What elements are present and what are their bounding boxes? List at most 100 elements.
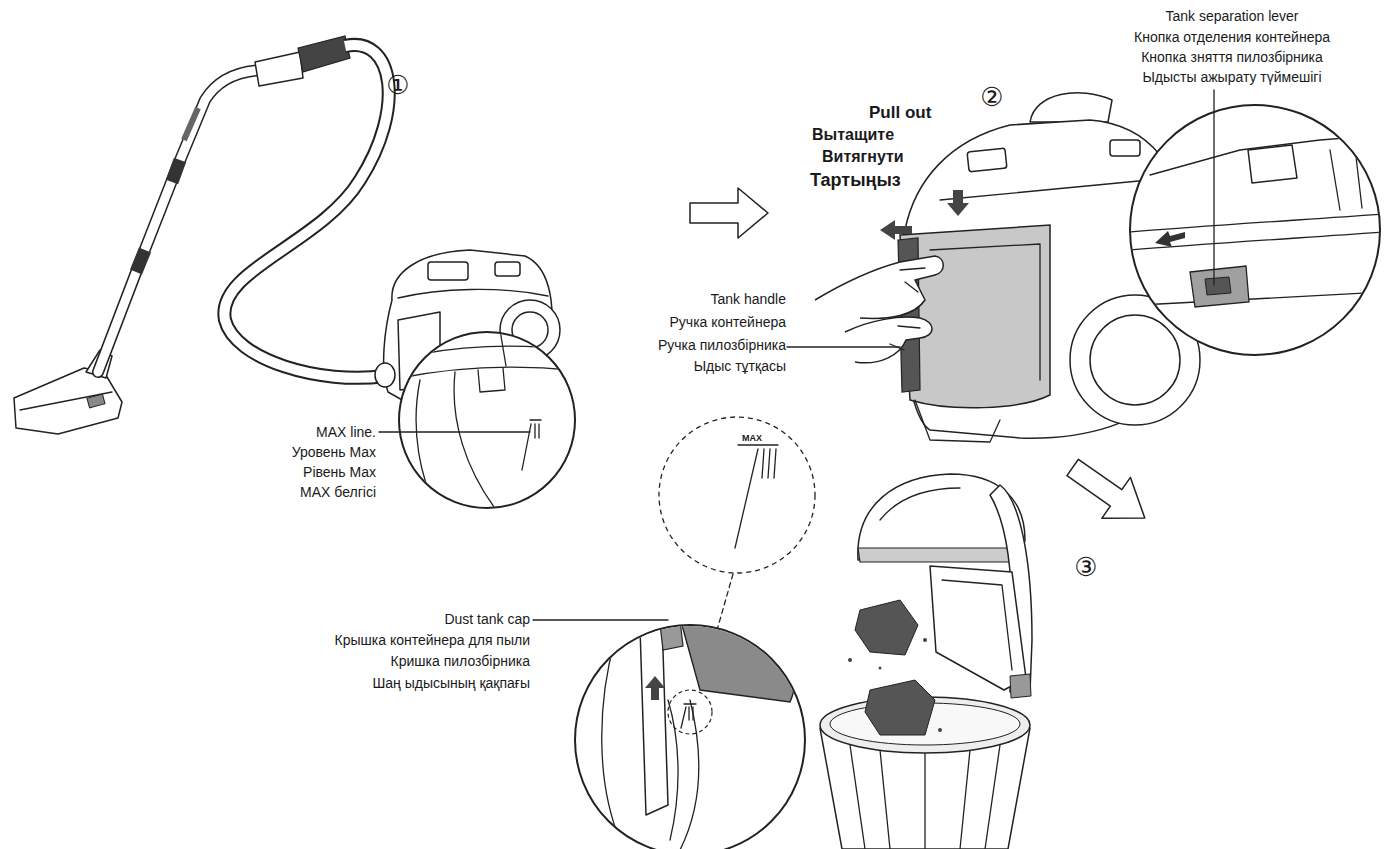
dust-tank bbox=[930, 566, 1026, 690]
zoom-detail bbox=[738, 444, 778, 445]
zoom-circle bbox=[680, 700, 699, 849]
wand bbox=[136, 250, 145, 272]
vacuum-body bbox=[398, 289, 548, 298]
dust bbox=[848, 658, 852, 662]
wand bbox=[98, 70, 262, 372]
dust-tank bbox=[858, 474, 1032, 698]
zoom-circle bbox=[416, 380, 440, 515]
zoom-circle bbox=[1130, 105, 1384, 385]
hose bbox=[224, 36, 388, 378]
leader-line bbox=[379, 431, 530, 432]
press-arrow bbox=[947, 190, 969, 216]
vacuum-body bbox=[967, 148, 1007, 172]
part-label: Крышка контейнера для пыли bbox=[335, 632, 530, 649]
wand bbox=[98, 70, 262, 372]
leader-line bbox=[787, 346, 900, 347]
zoom-circle bbox=[668, 690, 712, 734]
zoom-circle bbox=[1155, 231, 1185, 247]
hose bbox=[224, 45, 388, 378]
dust bbox=[865, 680, 935, 735]
step-arrow bbox=[690, 188, 768, 238]
floor-nozzle bbox=[87, 394, 105, 408]
zoom-detail bbox=[659, 417, 815, 573]
zoom-circle bbox=[454, 372, 500, 515]
wand bbox=[172, 160, 180, 182]
part-label: Шаң ыдысының қақпағы bbox=[372, 675, 530, 692]
part-label: Dust tank cap bbox=[444, 611, 530, 628]
leader-line bbox=[1213, 90, 1214, 285]
action-label: Витягнути bbox=[822, 147, 904, 166]
part-label: MAX белгісі bbox=[300, 484, 376, 501]
zoom-circle bbox=[683, 612, 765, 634]
vacuum-body bbox=[915, 400, 1000, 442]
part-label: Ыдысты ажырату түймешігі bbox=[1142, 69, 1321, 86]
zoom-circle bbox=[602, 640, 620, 840]
dust-tank bbox=[1010, 674, 1031, 698]
action-label: Pull out bbox=[869, 103, 931, 123]
zoom-circle bbox=[522, 420, 541, 470]
callout-number: ② bbox=[980, 84, 1003, 110]
vacuum-body bbox=[495, 262, 520, 276]
zoom-circle bbox=[1130, 232, 1384, 250]
zoom-circle bbox=[395, 330, 590, 515]
action-label: Тартыңыз bbox=[810, 170, 901, 192]
wand bbox=[98, 70, 262, 372]
vacuum-body bbox=[1030, 93, 1112, 122]
zoom-circle bbox=[1248, 145, 1297, 183]
callout-number: ③ bbox=[1074, 554, 1097, 580]
hose bbox=[298, 36, 350, 72]
zoom-circle bbox=[399, 332, 575, 508]
zoom-circle bbox=[1140, 292, 1384, 305]
leader-line bbox=[533, 619, 668, 620]
zoom-circle bbox=[575, 625, 805, 849]
scale-mark: MAX bbox=[742, 433, 762, 444]
dust bbox=[855, 600, 918, 655]
hose bbox=[255, 52, 303, 86]
hands bbox=[815, 256, 943, 318]
zoom-circle bbox=[660, 620, 683, 650]
vacuum-body bbox=[930, 244, 1040, 380]
zoom-circle bbox=[1330, 148, 1362, 210]
part-label: Ручка пилозбірника bbox=[658, 337, 786, 354]
zoom-circle bbox=[478, 368, 505, 392]
zoom-circle bbox=[1190, 266, 1249, 307]
dust bbox=[938, 728, 942, 732]
vacuum-body bbox=[1110, 140, 1140, 156]
part-label: Ыдыс тұтқасы bbox=[694, 358, 786, 375]
vacuum-body bbox=[375, 363, 395, 387]
part-label: Ручка контейнера bbox=[670, 314, 787, 331]
zoom-circle bbox=[602, 612, 794, 849]
zoom-circle bbox=[1130, 105, 1380, 355]
zoom-detail bbox=[735, 449, 758, 548]
part-label: Tank handle bbox=[710, 291, 786, 308]
part-label: MAX line. bbox=[316, 424, 376, 441]
wand bbox=[184, 108, 198, 140]
dust bbox=[848, 600, 927, 670]
dust-tank bbox=[858, 548, 1020, 562]
vacuum-body bbox=[1090, 315, 1180, 405]
zoom-circle bbox=[1175, 330, 1190, 385]
floor-nozzle bbox=[20, 392, 112, 410]
dust bbox=[923, 638, 927, 642]
zoom-circle bbox=[680, 618, 794, 702]
part-label: Рівень Max bbox=[303, 464, 376, 481]
part-label: Кнопка зняття пилозбірника bbox=[1141, 49, 1323, 66]
step-arrow bbox=[1058, 447, 1159, 538]
zoom-circle bbox=[575, 612, 805, 849]
part-label: Кнопка отделения контейнера bbox=[1134, 29, 1330, 46]
zoom-circle bbox=[395, 346, 590, 360]
hose bbox=[224, 45, 388, 378]
hands bbox=[845, 317, 932, 363]
part-label: Tank separation lever bbox=[1165, 8, 1298, 25]
dust bbox=[865, 680, 942, 735]
zoom-circle bbox=[1130, 135, 1384, 385]
zoom-circle bbox=[500, 330, 506, 366]
action-label: Вытащите bbox=[812, 125, 894, 144]
callout-number: ① bbox=[386, 72, 409, 98]
vacuum-body bbox=[428, 262, 468, 280]
zoom-circle bbox=[1205, 277, 1231, 295]
part-label: Кришка пилозбірника bbox=[391, 653, 530, 670]
